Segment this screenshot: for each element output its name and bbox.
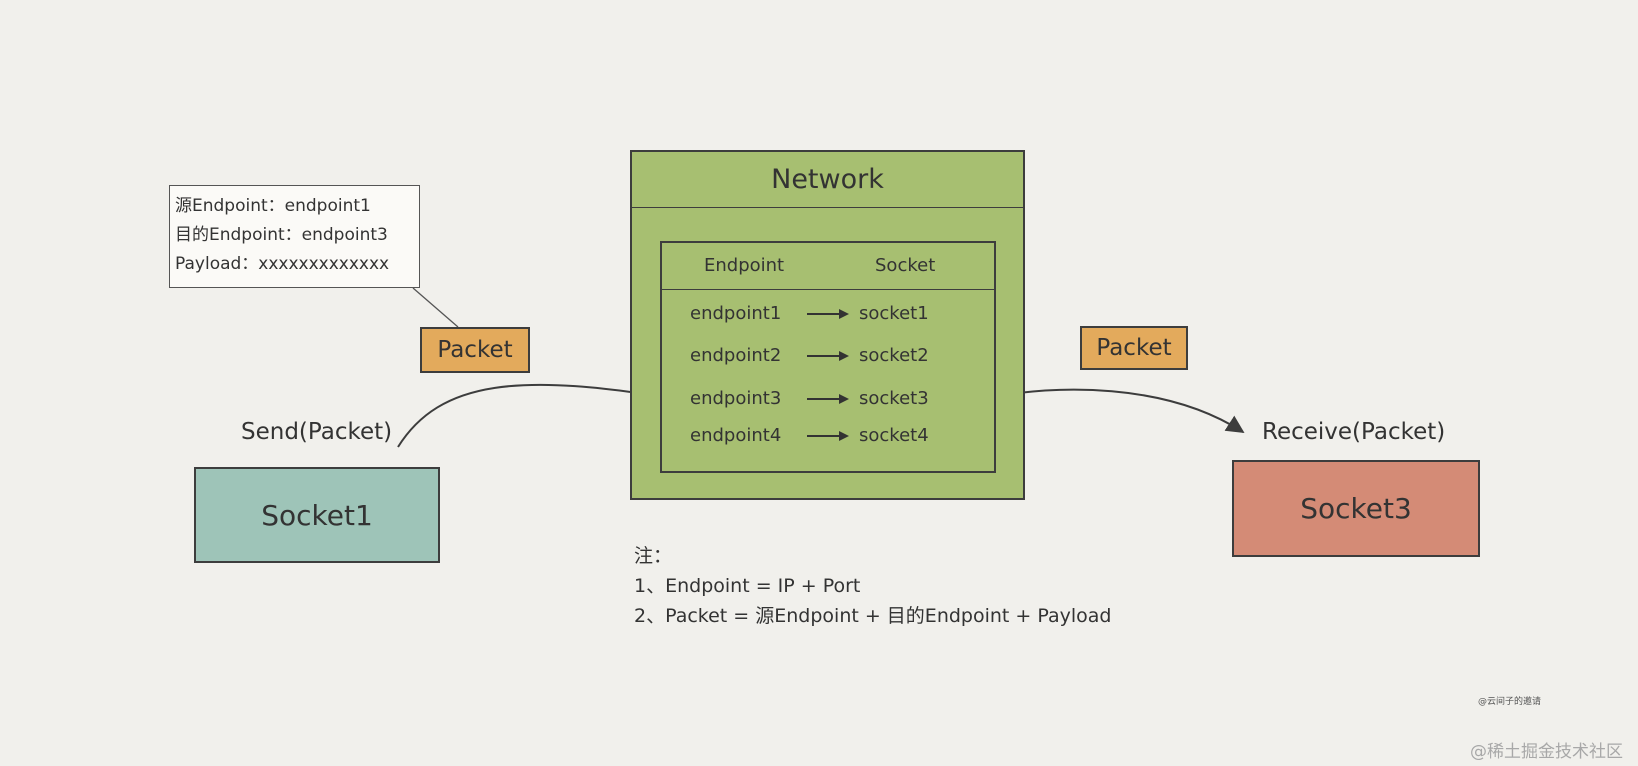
network-title: Network (771, 164, 884, 195)
endpoint-cell: endpoint3 (690, 388, 782, 409)
destination-endpoint-line: 目的Endpoint：endpoint3 (175, 225, 388, 245)
socket-cell: socket3 (859, 388, 929, 409)
table-row: endpoint2 socket2 (662, 345, 994, 375)
endpoint-cell: endpoint1 (690, 303, 782, 324)
send-call-label: Send(Packet) (241, 419, 393, 445)
note-item: 2、Packet = 源Endpoint + 目的Endpoint + Payl… (634, 605, 1112, 627)
note-item: 1、Endpoint = IP + Port (634, 575, 861, 597)
socket-cell: socket4 (859, 425, 929, 446)
receive-call-label: Receive(Packet) (1262, 419, 1446, 445)
endpoint-cell: endpoint2 (690, 345, 782, 366)
socket1-box: Socket1 (194, 467, 440, 563)
payload-line: Payload：xxxxxxxxxxxxx (175, 254, 390, 274)
routing-table: Endpoint Socket endpoint1 socket1 endpoi… (660, 241, 996, 473)
packet-tag-left: Packet (420, 327, 530, 373)
table-row: endpoint4 socket4 (662, 425, 994, 455)
table-row: endpoint3 socket3 (662, 388, 994, 418)
packet-info-note: 源Endpoint：endpoint1 目的Endpoint：endpoint3… (169, 185, 420, 288)
source-endpoint-line: 源Endpoint：endpoint1 (175, 196, 371, 216)
endpoint-cell: endpoint4 (690, 425, 782, 446)
network-box: Network Endpoint Socket endpoint1 socket… (630, 150, 1025, 500)
right-arrow-icon (807, 431, 849, 441)
table-row: endpoint1 socket1 (662, 303, 994, 333)
packet-tag-right: Packet (1080, 326, 1188, 370)
right-arrow-icon (807, 309, 849, 319)
author-watermark: @云间子的邀请 (1478, 697, 1542, 707)
footnotes: 注： 1、Endpoint = IP + Port 2、Packet = 源En… (634, 541, 1111, 631)
socket3-box: Socket3 (1232, 460, 1480, 557)
endpoint-column-header: Endpoint (704, 255, 785, 276)
socket-cell: socket1 (859, 303, 929, 324)
site-watermark: @稀土掘金技术社区 (1470, 742, 1623, 762)
socket-column-header: Socket (875, 255, 936, 276)
routing-table-header: Endpoint Socket (662, 243, 994, 289)
note-pointer-line (412, 287, 459, 328)
routing-table-header-divider (662, 289, 994, 290)
network-title-divider (632, 207, 1023, 208)
socket-cell: socket2 (859, 345, 929, 366)
notes-heading: 注： (634, 545, 673, 567)
right-arrow-icon (807, 394, 849, 404)
right-arrow-icon (807, 351, 849, 361)
